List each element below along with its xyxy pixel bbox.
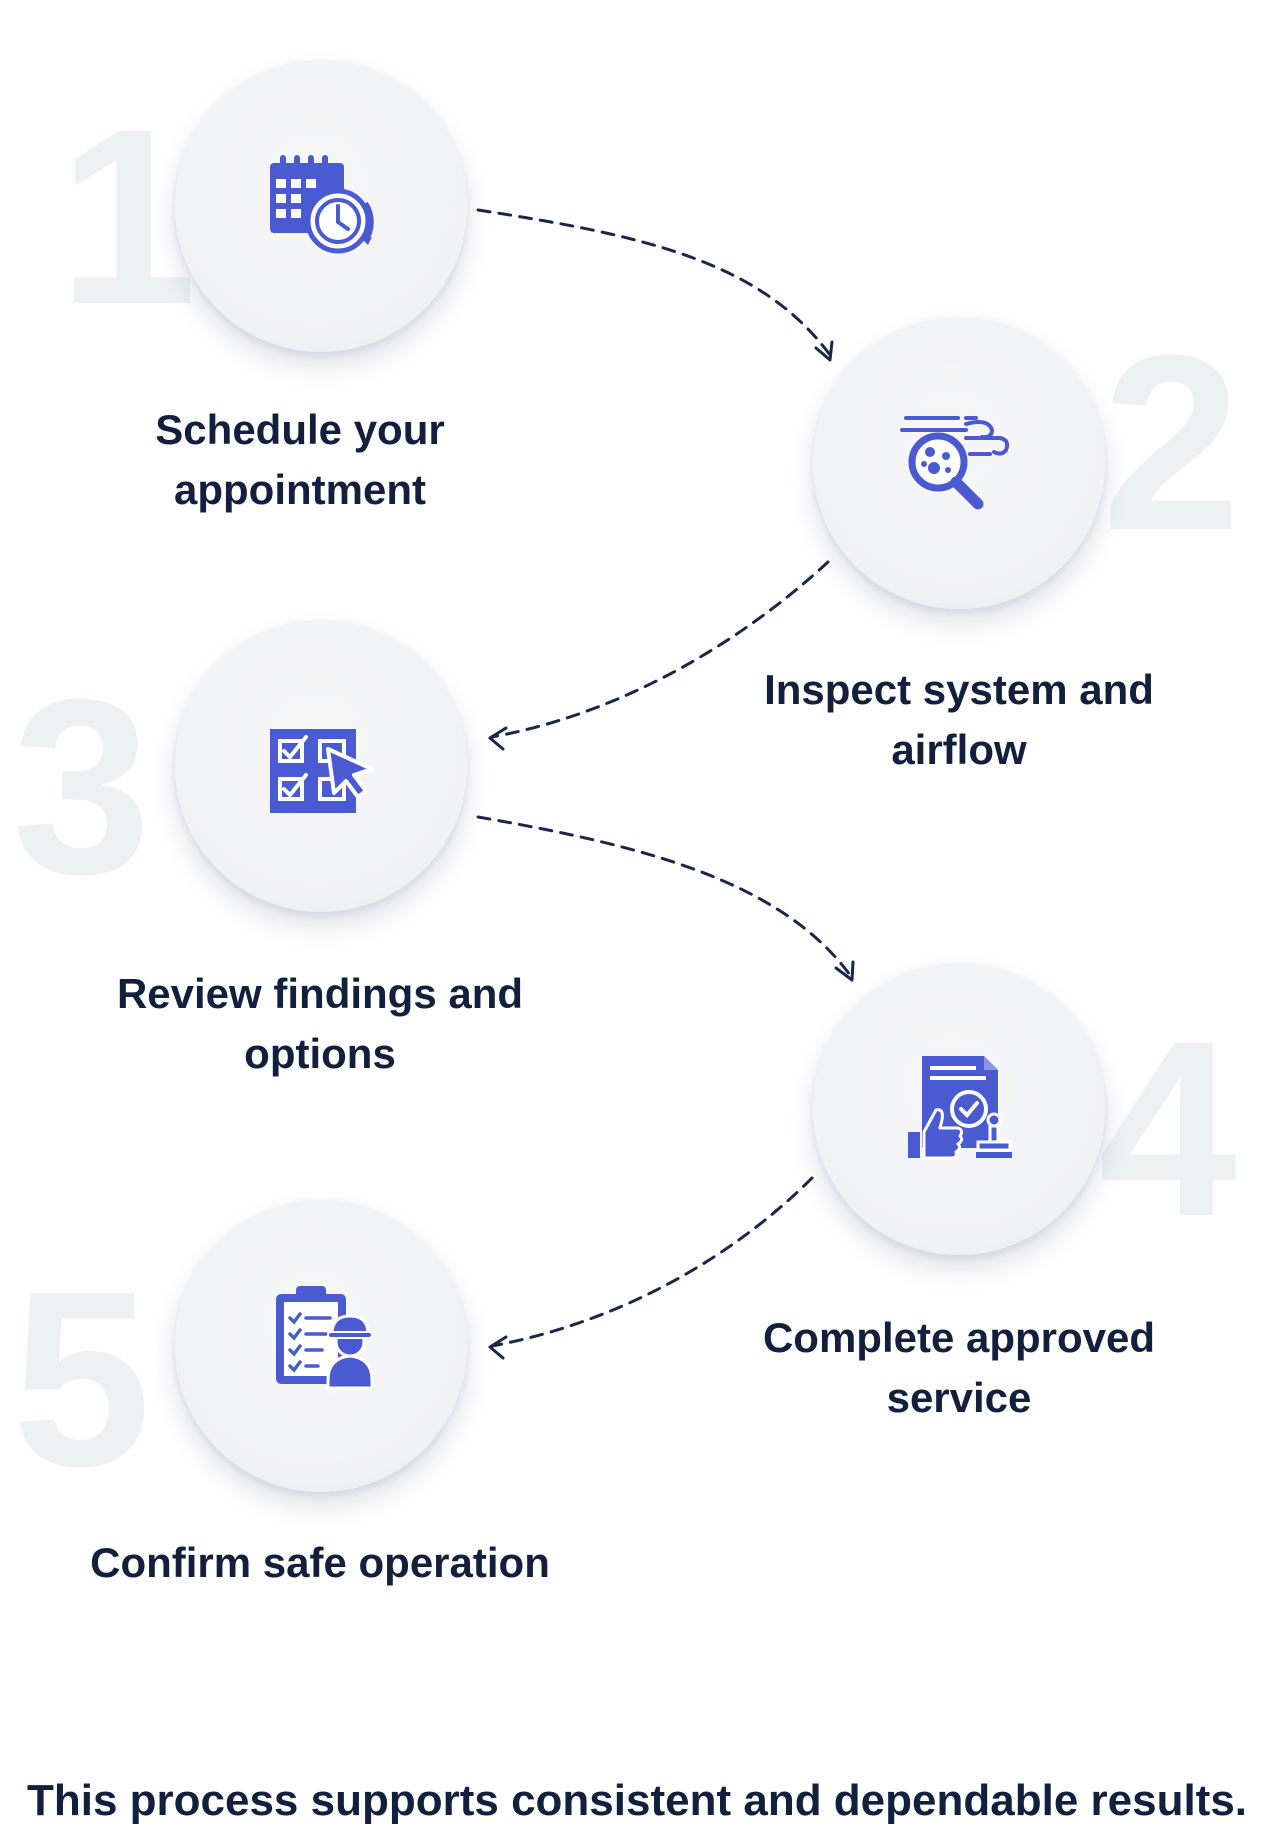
step-label-1: Schedule your appointment <box>155 406 445 513</box>
step-label-2: Inspect system and airflow <box>764 666 1154 773</box>
footer-statement: This process supports consistent and dep… <box>26 1776 1248 1825</box>
step-number-5: 5 <box>12 1239 152 1518</box>
connector-2-to-3 <box>490 560 830 739</box>
clipboard-technician-icon <box>276 1286 374 1390</box>
calendar-clock-icon <box>270 155 374 254</box>
connector-3-to-4 <box>476 815 852 977</box>
arrowhead-3 <box>488 726 508 751</box>
step-number-3: 3 <box>12 647 152 926</box>
step-label-3: Review findings and options <box>116 970 524 1077</box>
air-inspection-magnifier-icon <box>900 416 1010 510</box>
arrowhead-5 <box>488 1335 508 1360</box>
arrowhead-4 <box>834 960 855 982</box>
approved-document-stamp-icon <box>908 1056 1012 1160</box>
step-number-2: 2 <box>1102 303 1242 582</box>
connector-1-to-2 <box>476 208 832 357</box>
arrowhead-2 <box>814 340 834 362</box>
step-label-5: Confirm safe operation <box>90 1539 550 1586</box>
step-number-1: 1 <box>58 77 198 356</box>
step-label-4: Complete approved service <box>762 1314 1156 1421</box>
step-number-4: 4 <box>1098 989 1238 1268</box>
checklist-cursor-icon <box>270 729 374 813</box>
connector-4-to-5 <box>490 1176 814 1348</box>
